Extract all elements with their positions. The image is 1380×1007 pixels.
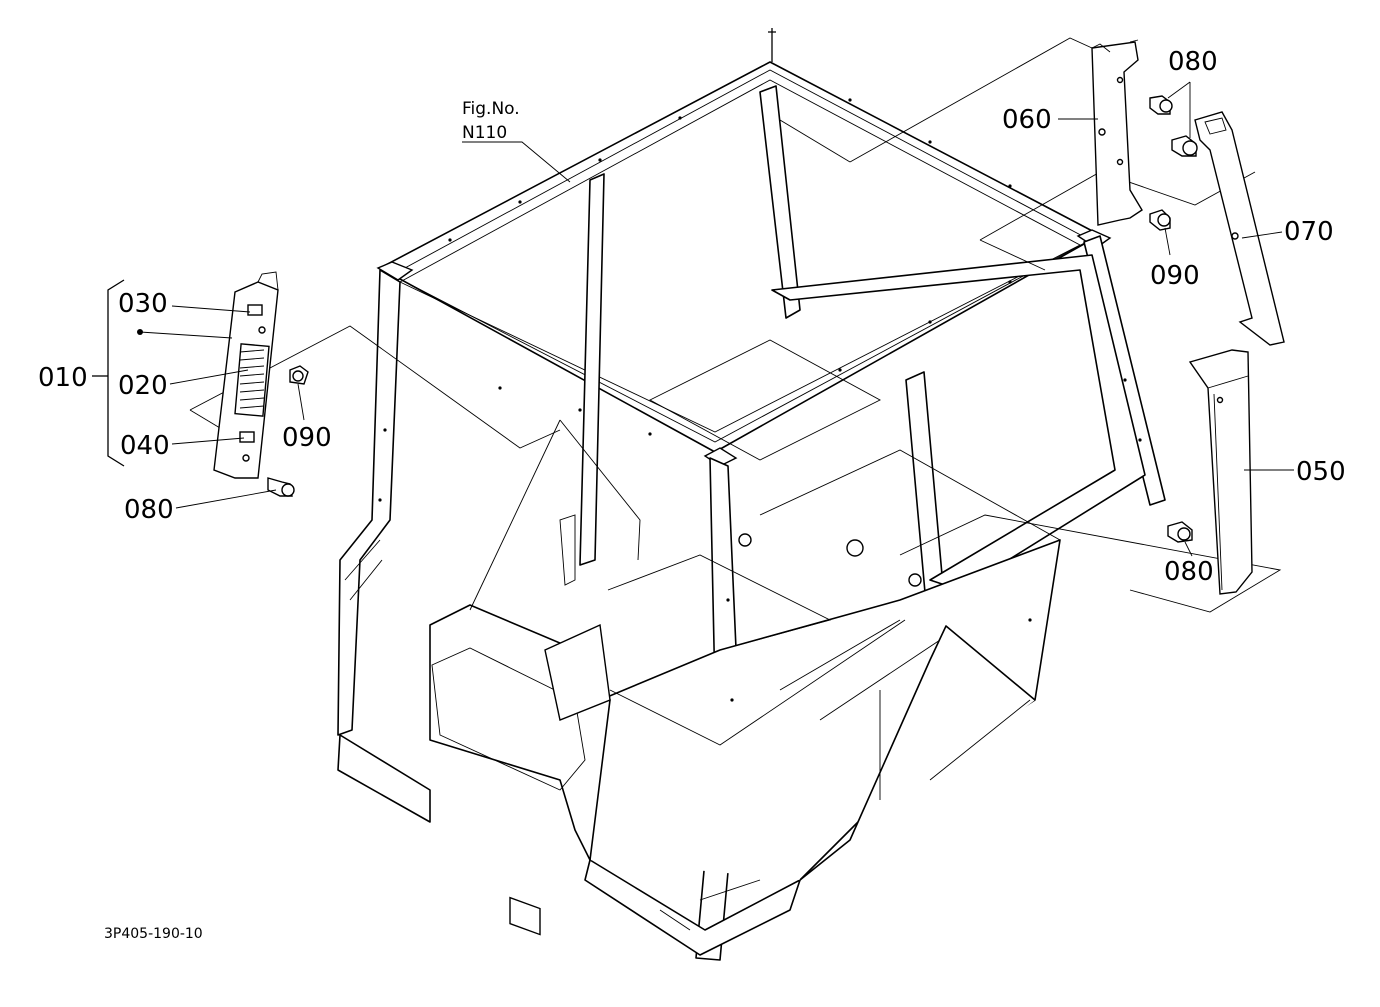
strip-body: [1194, 111, 1285, 346]
fig-ref-line2: N110: [462, 123, 507, 143]
callout-090-top: 090: [1150, 261, 1200, 291]
rivet-holes: [378, 98, 1142, 702]
callout-leaders: [92, 81, 1294, 557]
callout-080-top: 080: [1168, 47, 1218, 77]
bracket-010: [107, 279, 125, 467]
callout-010: 010: [38, 363, 88, 393]
rear-center-post: [759, 85, 801, 319]
part-030-cap: [247, 304, 263, 316]
bolt-080-top: [1149, 95, 1173, 115]
bolt-080-left: [267, 477, 295, 497]
part-020-grip-pad: [234, 343, 270, 417]
fig-ref-line1: Fig.No.: [462, 99, 520, 119]
rear-cross-frame: [771, 254, 1146, 591]
callout-020: 020: [118, 371, 168, 401]
part-010-handrail-assembly: [213, 271, 279, 479]
roof-frame-outline: [379, 61, 1101, 453]
callout-080-right: 080: [1164, 557, 1214, 587]
bolt-080-right: [1167, 521, 1193, 543]
console-opening: [509, 896, 541, 936]
cabin-frame-drawing: [337, 28, 1166, 961]
callout-030: 030: [118, 289, 168, 319]
callout-040: 040: [120, 431, 170, 461]
bracket-body: [1091, 41, 1143, 226]
channel-body: [1188, 349, 1253, 595]
console-bracket: [544, 623, 611, 721]
bolt-090-left: [289, 365, 309, 385]
part-050-channel: [1188, 349, 1253, 595]
bolt-080-top-second: [1171, 135, 1198, 157]
callout-060: 060: [1002, 105, 1052, 135]
inner-left-pillar: [579, 173, 605, 566]
part-040-cap: [239, 431, 255, 443]
right-side-panel: [799, 625, 1036, 881]
callout-090-left: 090: [282, 423, 332, 453]
bolt-090-top: [1149, 209, 1171, 231]
floor-plate: [649, 339, 881, 461]
left-front-pillar: [337, 269, 401, 736]
drawing-code: 3P405-190-10: [104, 926, 203, 942]
callout-070: 070: [1284, 217, 1334, 247]
callout-080-left: 080: [124, 495, 174, 525]
part-070-strip: [1194, 111, 1285, 346]
left-floor-step: [337, 734, 431, 823]
part-060-bracket: [1091, 39, 1143, 226]
callout-050: 050: [1296, 457, 1346, 487]
